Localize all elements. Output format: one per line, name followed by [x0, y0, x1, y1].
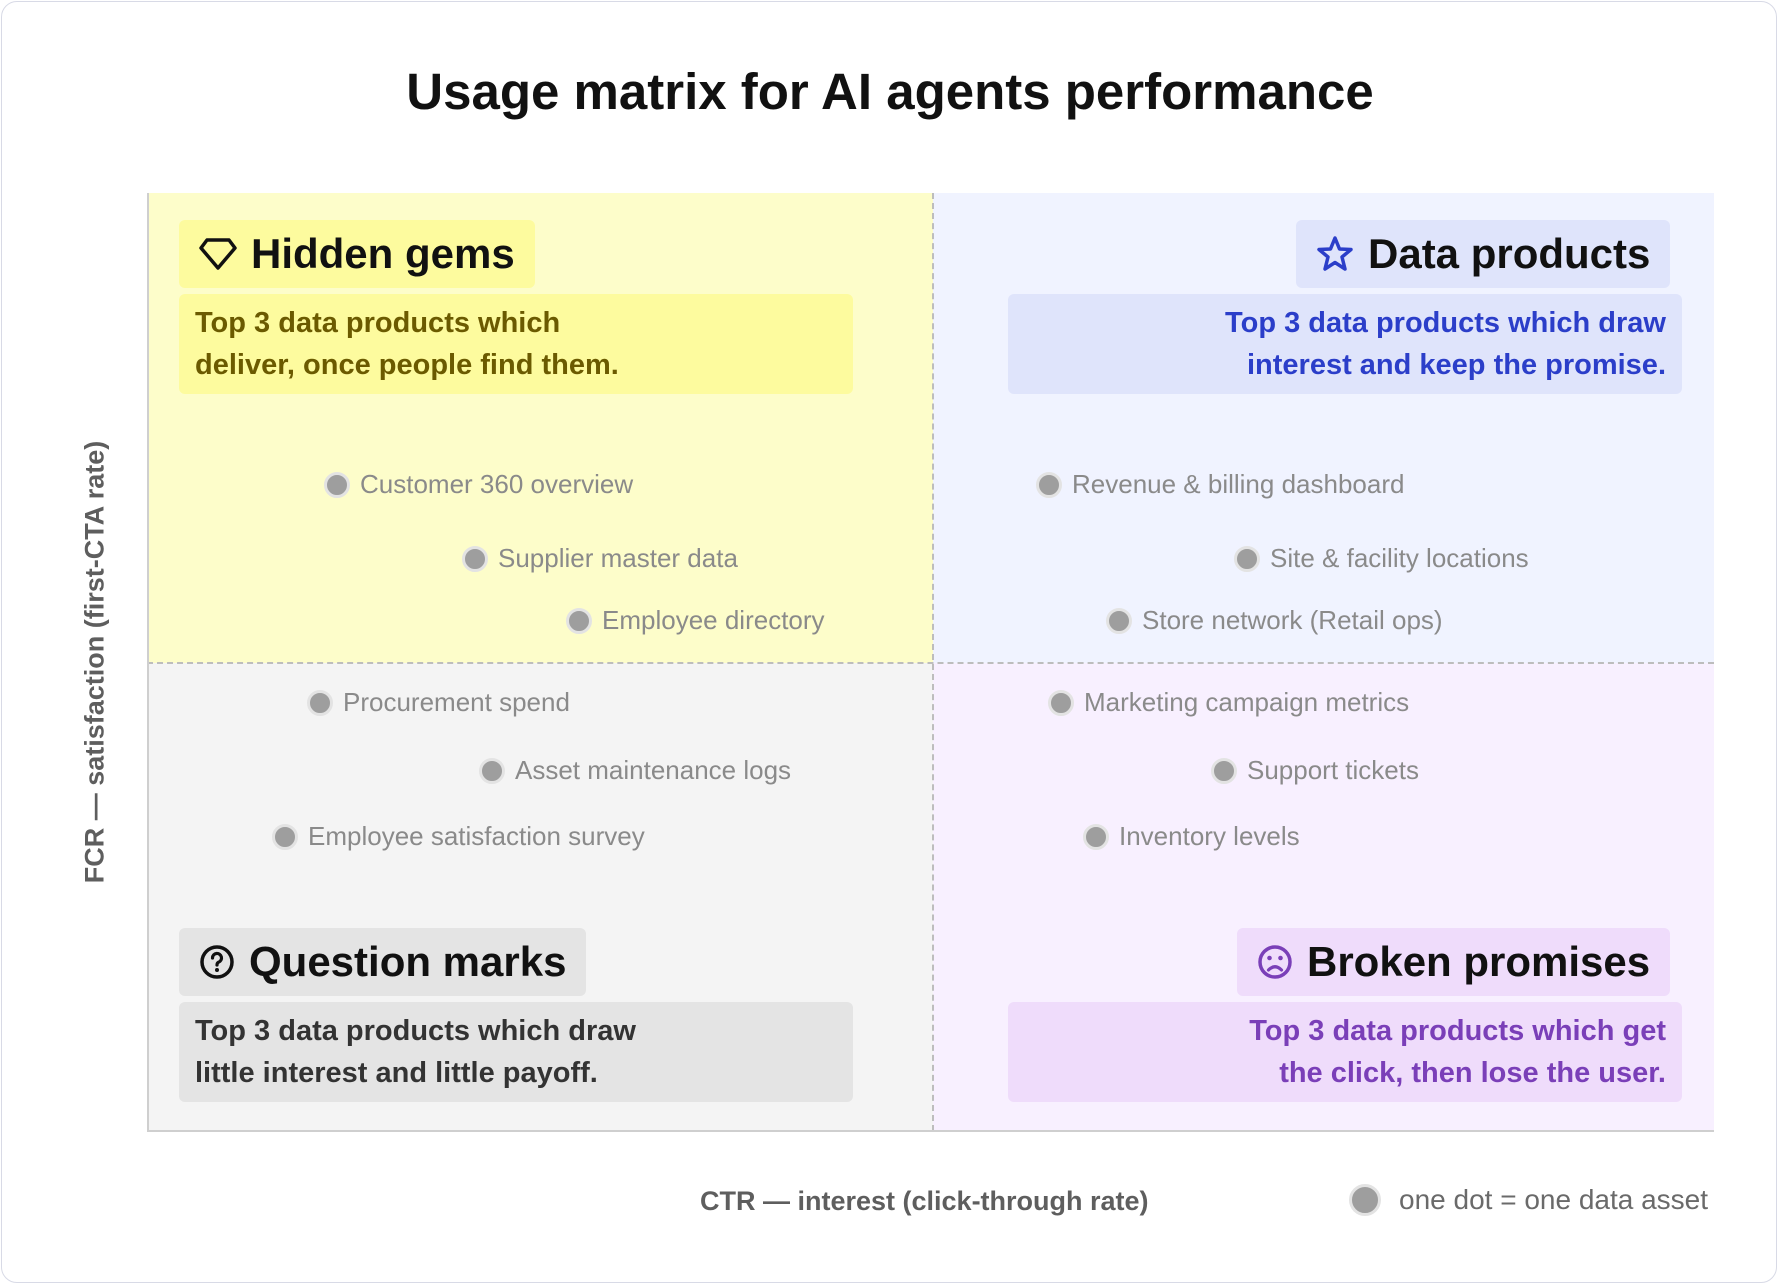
data-products-title: Data products: [1368, 230, 1651, 277]
asset-dot: [1234, 545, 1260, 572]
y-axis-label: FCR — satisfaction (first-CTA rate): [79, 440, 110, 884]
asset-dot: [324, 471, 350, 498]
data-products-desc-line-1: Top 3 data products which draw: [1225, 307, 1666, 339]
asset-dot: [1106, 607, 1132, 634]
asset-label: Inventory levels: [1119, 821, 1300, 851]
asset-dot: [1211, 757, 1237, 784]
legend-label: one dot = one data asset: [1399, 1184, 1709, 1215]
asset-dot: [462, 545, 488, 572]
hidden-gems-description: Top 3 data products which deliver, once …: [179, 294, 853, 394]
asset-label: Employee directory: [602, 605, 825, 635]
horizontal-divider: [147, 662, 1714, 664]
asset-dot: [1036, 471, 1062, 498]
data-asset-point: Inventory levels: [1083, 821, 1300, 852]
y-axis-line: [147, 193, 149, 1131]
x-axis-label: CTR — interest (click-through rate): [700, 1186, 1149, 1216]
question-marks-desc-line-1: Top 3 data products which draw: [195, 1015, 636, 1047]
asset-label: Asset maintenance logs: [515, 755, 792, 785]
star-icon: [1317, 236, 1353, 271]
asset-label: Supplier master data: [498, 543, 738, 573]
data-asset-point: Marketing campaign metrics: [1048, 687, 1409, 718]
data-asset-point: Supplier master data: [462, 543, 738, 574]
data-products-tag: Data products: [1296, 220, 1671, 288]
data-asset-point: Customer 360 overview: [324, 469, 633, 500]
page-title: Usage matrix for AI agents performance: [406, 63, 1374, 120]
asset-label: Customer 360 overview: [360, 469, 634, 499]
broken-promises-desc-line-2: the click, then lose the user.: [1279, 1057, 1666, 1089]
data-asset-point: Employee satisfaction survey: [272, 821, 645, 852]
question-circle-icon: [200, 945, 234, 979]
data-asset-point: Asset maintenance logs: [479, 755, 791, 786]
question-marks-tag: Question marks: [179, 928, 587, 996]
data-asset-point: Revenue & billing dashboard: [1036, 469, 1404, 500]
hidden-gems-title: Hidden gems: [251, 230, 515, 277]
question-marks-description: Top 3 data products which draw little in…: [179, 1002, 853, 1102]
broken-promises-tag: Broken promises: [1237, 928, 1671, 996]
legend: one dot = one data asset: [1349, 1184, 1708, 1216]
diamond-icon: [199, 238, 237, 270]
asset-label: Employee satisfaction survey: [308, 821, 645, 851]
asset-label: Site & facility locations: [1270, 543, 1529, 573]
asset-label: Procurement spend: [343, 687, 570, 717]
data-products-desc-line-2: interest and keep the promise.: [1246, 349, 1666, 381]
asset-label: Marketing campaign metrics: [1084, 687, 1410, 717]
broken-promises-title: Broken promises: [1307, 938, 1651, 985]
asset-dot: [479, 757, 505, 784]
asset-label: Store network (Retail ops): [1142, 605, 1443, 635]
question-marks-desc-line-2: little interest and little payoff.: [195, 1057, 598, 1089]
asset-label: Support tickets: [1247, 755, 1419, 785]
question-marks-title: Question marks: [249, 938, 567, 985]
data-asset-point: Procurement spend: [307, 687, 570, 718]
asset-dot: [1048, 689, 1074, 716]
asset-dot: [1083, 823, 1109, 850]
x-axis-line: [147, 1130, 1714, 1132]
asset-dot: [272, 823, 298, 850]
data-asset-point: Support tickets: [1211, 755, 1419, 786]
data-products-description: Top 3 data products which draw interest …: [1008, 294, 1682, 394]
asset-label: Revenue & billing dashboard: [1072, 469, 1405, 499]
data-asset-point: Employee directory: [566, 605, 825, 636]
asset-dot: [307, 689, 333, 716]
hidden-gems-desc-line-1: Top 3 data products which: [195, 307, 561, 339]
data-asset-point: Store network (Retail ops): [1106, 605, 1443, 636]
hidden-gems-tag: Hidden gems: [179, 220, 535, 288]
data-asset-point: Site & facility locations: [1234, 543, 1529, 574]
asset-dot: [566, 607, 592, 634]
legend-dot: [1349, 1184, 1381, 1216]
sad-face-icon: [1258, 945, 1292, 979]
hidden-gems-desc-line-2: deliver, once people find them.: [195, 349, 619, 381]
broken-promises-desc-line-1: Top 3 data products which get: [1249, 1015, 1666, 1047]
broken-promises-description: Top 3 data products which get the click,…: [1008, 1002, 1682, 1102]
